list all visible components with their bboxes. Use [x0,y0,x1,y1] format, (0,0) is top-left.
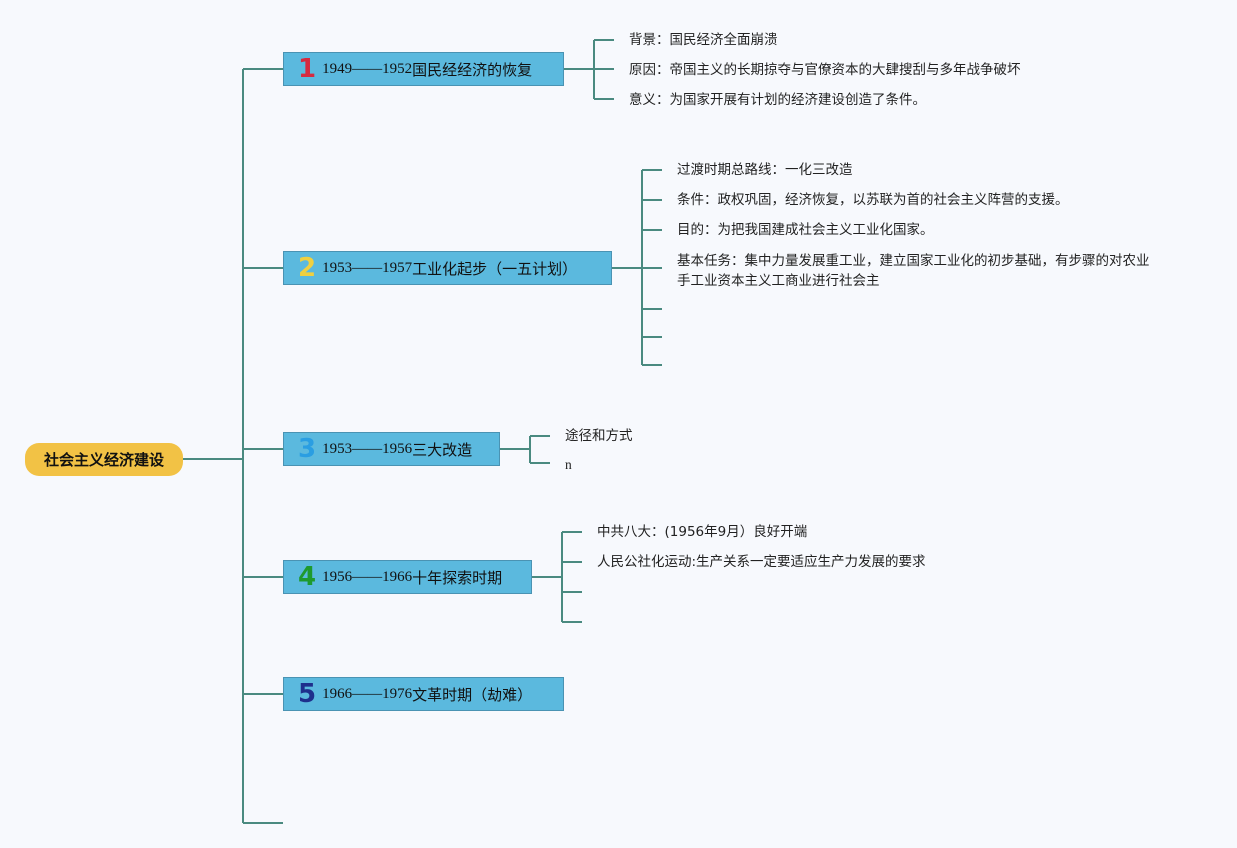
root-label: 社会主义经济建设 [43,451,164,469]
leaf-node[interactable]: 目的：为把我国建成社会主义工业化国家。 [677,222,934,238]
branch-years: 1953——1957 [322,259,413,276]
branch-title: 十年探索时期 [412,568,503,587]
branch-title: 国民经经济的恢复 [412,60,533,79]
number-5-icon: 5 [298,679,317,709]
number-4-icon: 4 [298,562,317,592]
branch-title: 三大改造 [412,440,473,459]
number-3-icon: 3 [298,434,317,464]
number-1-icon: 1 [298,54,317,84]
leaf-node[interactable]: 过渡时期总路线：一化三改造 [677,162,853,178]
leaf-node[interactable]: 基本任务：集中力量发展重工业，建立国家工业化的初步基础，有步骤的对农业 [677,253,1150,269]
root-node[interactable]: 社会主义经济建设 [25,443,183,476]
branch-title: 工业化起步（一五计划） [412,259,578,278]
leaf-node[interactable]: 条件：政权巩固，经济恢复，以苏联为首的社会主义阵营的支援。 [677,192,1069,208]
branch-node-3[interactable]: 3 1953——1956 三大改造 [283,432,500,466]
branch-node-1[interactable]: 1 1949——1952 国民经经济的恢复 [283,52,564,86]
leaf-node[interactable]: 意义：为国家开展有计划的经济建设创造了条件。 [629,92,926,108]
branch-title: 文革时期（劫难） [412,685,533,704]
leaf-node[interactable]: 原因：帝国主义的长期掠夺与官僚资本的大肆搜刮与多年战争破坏 [629,62,1021,78]
leaf-node[interactable]: n [565,457,572,472]
leaf-node[interactable]: 中共八大：(1956年9月）良好开端 [597,524,808,540]
branch-years: 1953——1956 [322,440,413,457]
branch-years: 1966——1976 [322,685,413,702]
branch-node-2[interactable]: 2 1953——1957 工业化起步（一五计划） [283,251,612,285]
leaf-node[interactable]: 手工业资本主义工商业进行社会主 [677,273,880,289]
branch-years: 1949——1952 [322,60,413,77]
branch-years: 1956——1966 [322,568,413,585]
leaf-node[interactable]: 背景：国民经济全面崩溃 [629,32,778,48]
number-2-icon: 2 [298,253,317,283]
branch-node-5[interactable]: 5 1966——1976 文革时期（劫难） [283,677,564,711]
branch-node-4[interactable]: 4 1956——1966 十年探索时期 [283,560,532,594]
leaf-node[interactable]: 人民公社化运动:生产关系一定要适应生产力发展的要求 [597,554,926,570]
leaf-node[interactable]: 途径和方式 [565,428,633,444]
